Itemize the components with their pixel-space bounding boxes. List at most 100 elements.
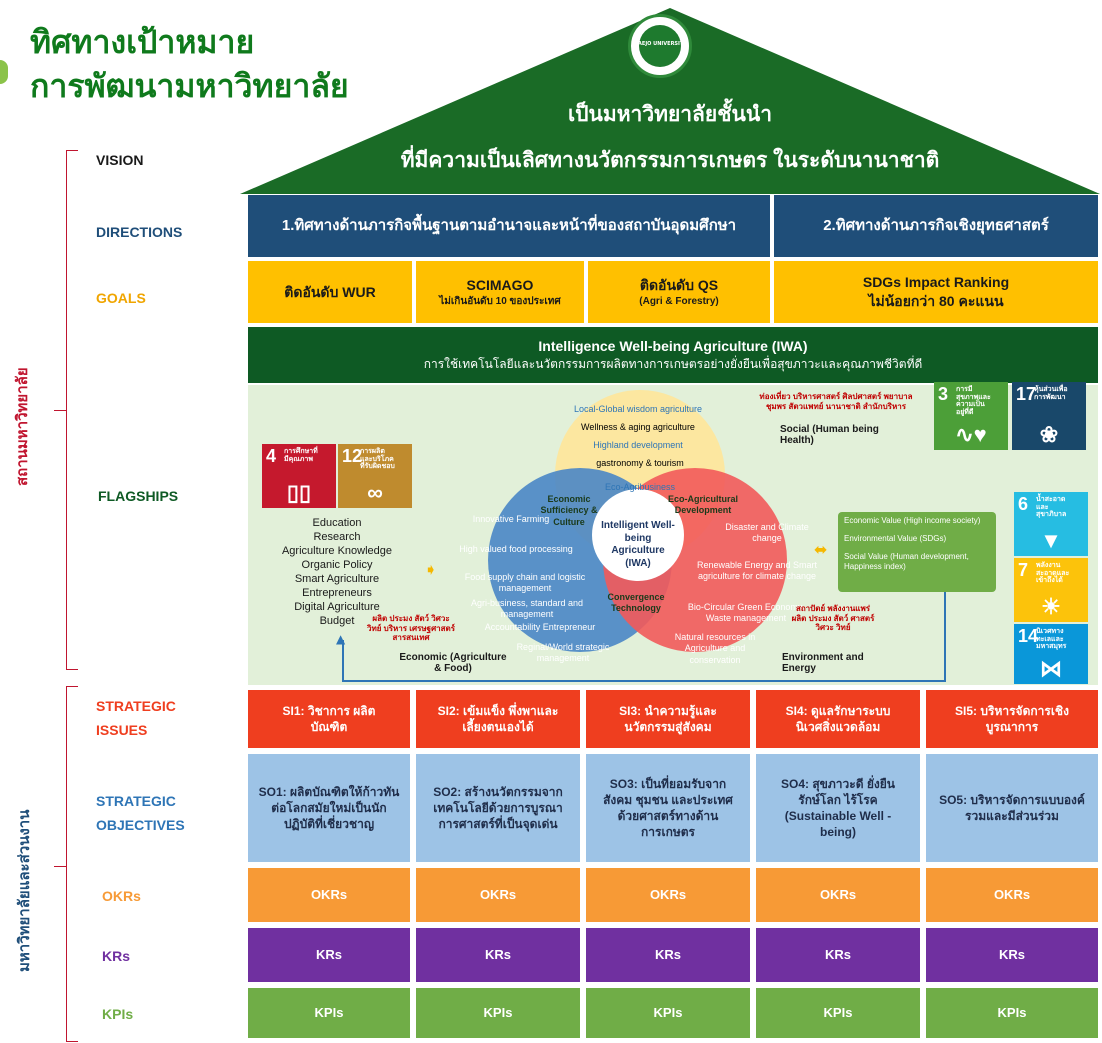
kr-cell-5: KRs bbox=[926, 928, 1098, 982]
strategic-issue-4: SI4: ดูแลรักษาระบบนิเวศสิ่งแวดล้อม bbox=[756, 690, 920, 748]
fish-icon: ⋈ bbox=[1040, 656, 1062, 681]
label-okrs: OKRs bbox=[102, 888, 141, 904]
social-faculties: ท่องเที่ยว บริหารศาสตร์ ศิลปศาสตร์ พยาบา… bbox=[759, 392, 913, 411]
label-strategic-objectives-2: OBJECTIVES bbox=[96, 817, 185, 833]
heartbeat-icon: ∿♥ bbox=[955, 422, 987, 447]
direction-1: 1.ทิศทางด้านภารกิจพื้นฐานตามอำนาจและหน้า… bbox=[248, 195, 770, 257]
label-strategic-issues-2: ISSUES bbox=[96, 722, 148, 738]
venn-blue-item: Accountability Entrepreneur bbox=[484, 622, 596, 632]
flagship-list: Education Research Agriculture Knowledge… bbox=[262, 516, 412, 628]
page-title-line1: ทิศทางเป้าหมาย bbox=[30, 23, 255, 61]
iwa-band: Intelligence Well-being Agriculture (IWA… bbox=[248, 327, 1098, 383]
list-item: Organic Policy bbox=[301, 559, 373, 571]
kpi-cell-4: KPIs bbox=[756, 988, 920, 1038]
list-item: Research bbox=[313, 531, 361, 543]
strategic-issue-3: SI3: นำความรู้และนวัตกรรมสู่สังคม bbox=[586, 690, 750, 748]
social-label: Social (Human being Health) bbox=[780, 424, 879, 446]
venn-blue-item: Food supply chain and logistic managemen… bbox=[464, 572, 586, 594]
okr-cell-3: OKRs bbox=[586, 868, 750, 922]
rings-icon: ❀ bbox=[1039, 422, 1059, 447]
label-directions: DIRECTIONS bbox=[96, 224, 183, 240]
label-kpis: KPIs bbox=[102, 1006, 134, 1022]
side-label-top: สถานมหาวิทยาลัย bbox=[13, 367, 31, 486]
kpi-cell-2: KPIs bbox=[416, 988, 580, 1038]
venn-yellow-item: Wellness & aging agriculture bbox=[581, 422, 695, 432]
venn-overlap-right: Eco-Agricultural Development bbox=[667, 494, 738, 516]
strategic-objective-2: SO2: สร้างนวัตกรรมจากเทคโนโลยีด้วยการบูร… bbox=[416, 754, 580, 862]
list-item: Smart Agriculture bbox=[294, 573, 380, 585]
venn-blue-item: Reginal/World strategic management bbox=[516, 642, 610, 664]
venn-overlap-left: Economic Sufficiency & Culture bbox=[540, 494, 598, 527]
label-strategic-objectives-1: STRATEGIC bbox=[96, 793, 176, 809]
label-vision: VISION bbox=[96, 152, 144, 168]
kpi-cell-5: KPIs bbox=[926, 988, 1098, 1038]
venn-red-item: Renewable Energy and Smart agriculture f… bbox=[696, 560, 818, 582]
strategic-objective-1: SO1: ผลิตบัณฑิตให้ก้าวทันต่อโลกสมัยใหม่เ… bbox=[248, 754, 410, 862]
strategic-objective-5: SO5: บริหารจัดการแบบองค์รวมและมีส่วนร่วม bbox=[926, 754, 1098, 862]
strategic-issue-5: SI5: บริหารจัดการเชิงบูรณาการ bbox=[926, 690, 1098, 748]
label-goals: GOALS bbox=[96, 290, 146, 306]
arrow-up-icon: ▲ bbox=[336, 632, 346, 646]
goal-qs: ติดอันดับ QS(Agri & Forestry) bbox=[588, 261, 770, 323]
iwa-title: Intelligence Well-being Agriculture (IWA… bbox=[538, 338, 808, 355]
vision-line2: ที่มีความเป็นเลิศทางนวัตกรรมการเกษตร ในร… bbox=[400, 149, 940, 172]
list-item: Education bbox=[312, 517, 362, 529]
university-logo: MAEJO UNIVERSITY bbox=[628, 14, 692, 78]
infinity-icon: ∞ bbox=[367, 480, 383, 505]
label-krs: KRs bbox=[102, 948, 131, 964]
label-strategic-issues-1: STRATEGIC bbox=[96, 698, 176, 714]
list-item: Agriculture Knowledge bbox=[281, 545, 393, 557]
kpi-cell-3: KPIs bbox=[586, 988, 750, 1038]
arrow-right-icon: ➧ bbox=[424, 560, 438, 579]
venn-blue-item: High valued food processing bbox=[459, 544, 573, 554]
strategic-issue-2: SI2: เข้มแข็ง พึ่งพาและเลี้ยงตนเองได้ bbox=[416, 690, 580, 748]
okr-cell-2: OKRs bbox=[416, 868, 580, 922]
okr-cell-1: OKRs bbox=[248, 868, 410, 922]
kr-cell-4: KRs bbox=[756, 928, 920, 982]
venn-red-item: Disaster and Climate change bbox=[725, 522, 809, 544]
label-flagships: FLAGSHIPS bbox=[98, 488, 179, 504]
venn-red-item: Bio-Circular Green Economy, Waste manage… bbox=[687, 602, 805, 624]
venn-yellow-item: Local-Global wisdom agriculture bbox=[573, 404, 703, 414]
vision-line1: เป็นมหาวิทยาลัยชั้นนำ bbox=[567, 103, 772, 126]
venn-center: Intelligent Well-being Agriculture (IWA) bbox=[601, 520, 675, 569]
kr-cell-1: KRs bbox=[248, 928, 410, 982]
iwa-subtitle: การใช้เทคโนโลยีและนวัตกรรมการผลิตทางการเ… bbox=[423, 357, 923, 372]
venn-blue-item: Agri-business, standard and management bbox=[470, 598, 584, 620]
venn-blue-item: Innovative Farming bbox=[472, 514, 550, 524]
economic-label: Economic (Agriculture & Food) bbox=[399, 652, 507, 674]
venn-diagram bbox=[488, 390, 787, 652]
roof-triangle bbox=[240, 8, 1100, 194]
list-item: Digital Agriculture bbox=[294, 601, 380, 613]
title-accent bbox=[0, 60, 8, 84]
bracket-top bbox=[66, 150, 67, 670]
sun-icon: ☀ bbox=[1041, 594, 1061, 619]
environment-label: Environment and Energy bbox=[782, 652, 864, 674]
side-label-bottom: มหาวิทยาลัยและส่วนงาน bbox=[15, 809, 33, 972]
kr-cell-2: KRs bbox=[416, 928, 580, 982]
environment-faculties: สถาปัตย์ พลังงานแพร่ ผลิต ประมง สัตว์ ศา… bbox=[791, 604, 875, 633]
strategic-objective-3: SO3: เป็นที่ยอมรับจากสังคม ชุมชน และประเ… bbox=[586, 754, 750, 862]
economic-faculties: ผลิต ประมง สัตว์ วิศวะ วิทย์ บริหาร เศรษ… bbox=[366, 614, 456, 643]
bracket-bottom bbox=[66, 686, 67, 1042]
direction-2: 2.ทิศทางด้านภารกิจเชิงยุทธศาสตร์ bbox=[774, 195, 1098, 257]
venn-yellow-item: Eco-Agribusiness bbox=[604, 482, 676, 492]
double-arrow-icon: ⬌ bbox=[814, 540, 828, 559]
venn-yellow-item: gastronomy & tourism bbox=[596, 458, 684, 468]
book-icon: ▯▯ bbox=[286, 480, 312, 505]
kpi-cell-1: KPIs bbox=[248, 988, 410, 1038]
list-item: Entrepreneurs bbox=[302, 587, 372, 599]
water-icon: ▼ bbox=[1040, 528, 1062, 553]
value-box: Economic Value (High income society) Env… bbox=[838, 512, 996, 592]
venn-overlap-bottom: Convergence Technology bbox=[607, 592, 665, 614]
okr-cell-5: OKRs bbox=[926, 868, 1098, 922]
kr-cell-3: KRs bbox=[586, 928, 750, 982]
